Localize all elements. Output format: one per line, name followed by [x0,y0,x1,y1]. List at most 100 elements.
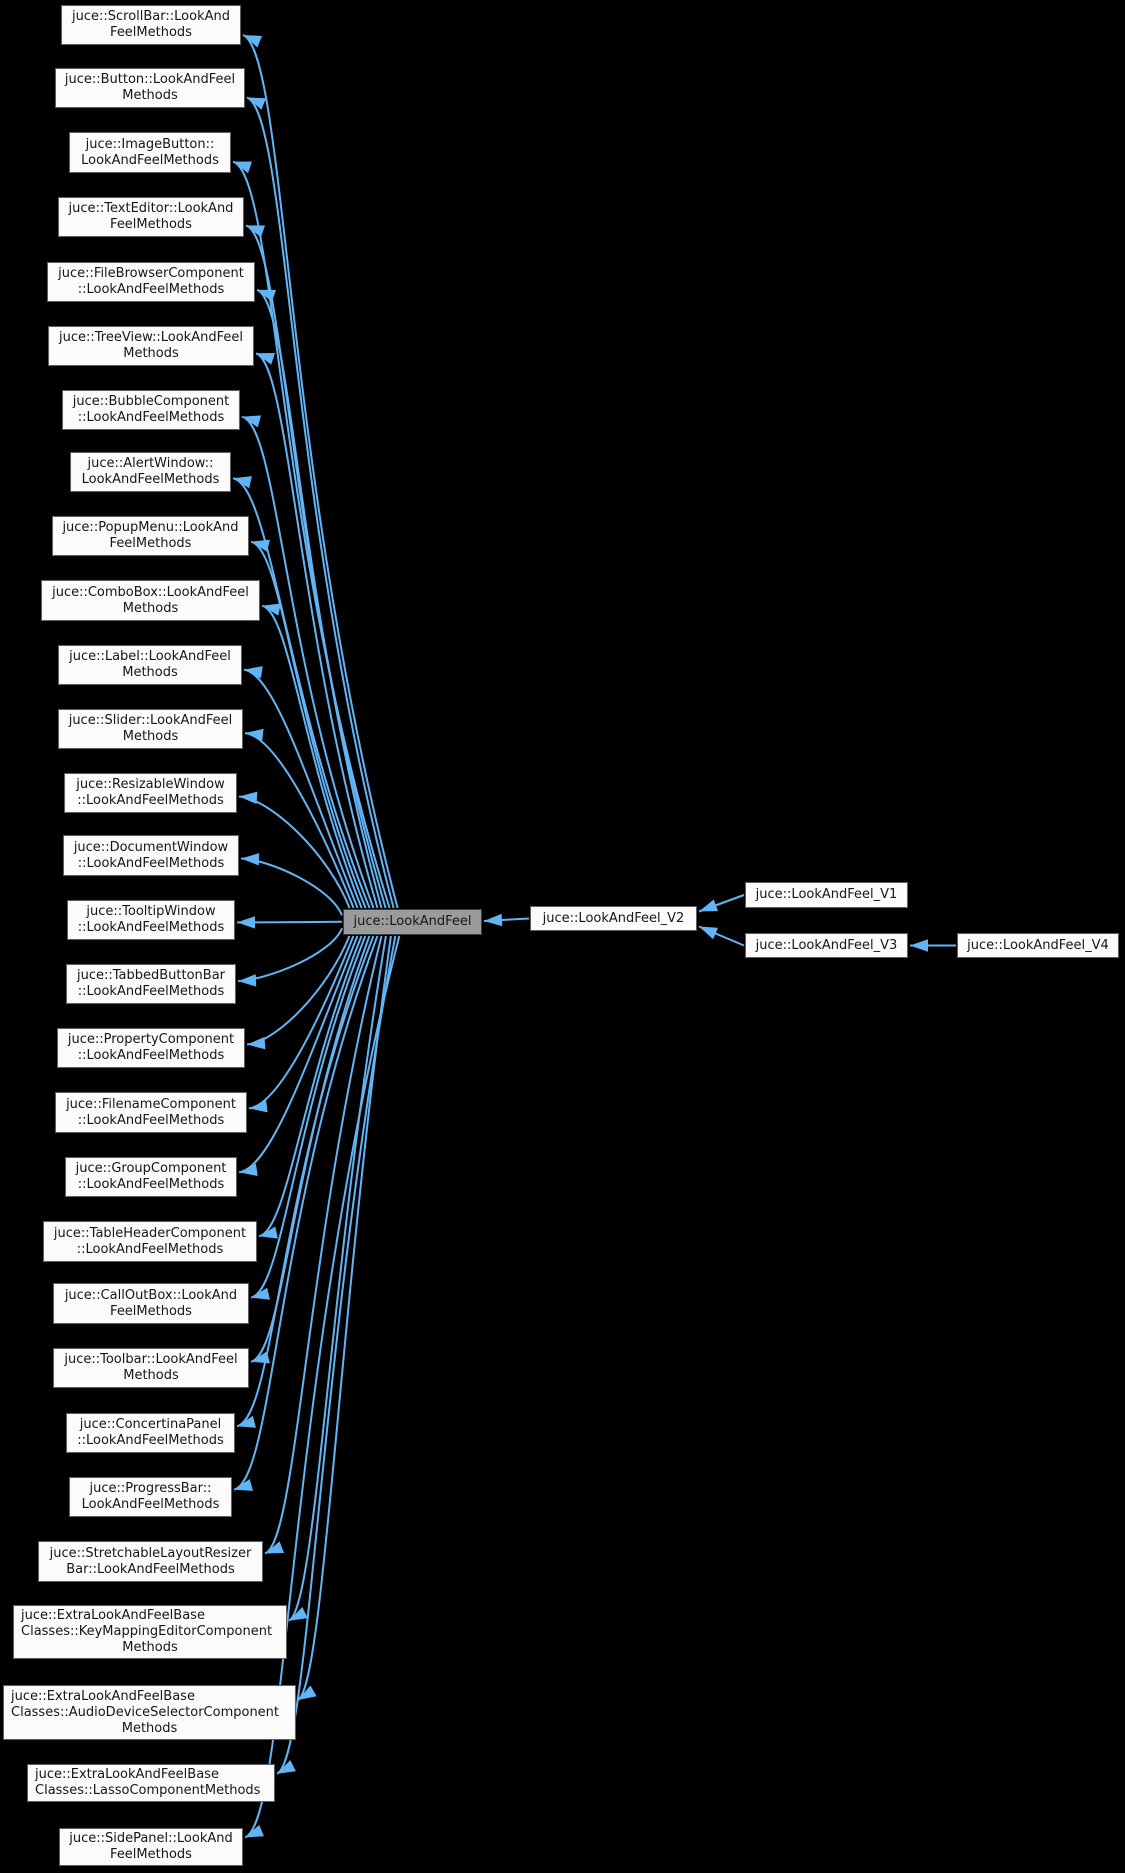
node-label-line: juce::Slider::LookAndFeel [68,713,233,728]
node-label-line: juce::LookAndFeel [353,914,472,929]
node-progressbar-lookandfeelmethods[interactable]: juce::ProgressBar::LookAndFeelMethods [69,1477,232,1517]
edge-lookandfeel-keymapping [288,935,387,1622]
node-label-line: FeelMethods [110,217,192,232]
edge-lookandfeel-slider [244,728,355,909]
node-label-line: juce::FilenameComponent [66,1096,236,1112]
node-label-line: ::LookAndFeelMethods [77,1112,225,1128]
edge-lookandfeel-tooltipwindow [236,916,343,929]
edge-v3-v2 [698,925,745,947]
node-tableheadercomponent-lookandfeelmethods[interactable]: juce::TableHeaderComponent::LookAndFeelM… [43,1221,257,1262]
edge-lookandfeel-resizablewindow [238,791,351,909]
node-label-line: ::LookAndFeelMethods [76,1241,224,1257]
edge-lookandfeel-label [243,666,359,909]
edge-lookandfeel-filebrowser [256,288,383,909]
edge-lookandfeel-lasso [276,935,397,1775]
node-label-line: juce::Label::LookAndFeel [69,649,231,664]
edge-lookandfeel-popupmenu [250,539,367,909]
node-label-line: LookAndFeelMethods [81,472,220,487]
node-documentwindow-lookandfeelmethods[interactable]: juce::DocumentWindow::LookAndFeelMethods [63,835,239,876]
node-tooltipwindow-lookandfeelmethods[interactable]: juce::TooltipWindow::LookAndFeelMethods [67,900,235,940]
node-label-line: juce::TreeView::LookAndFeel [59,330,243,345]
edge-lookandfeel-stretchable [264,935,383,1555]
node-label-line: juce::DocumentWindow [73,839,229,855]
node-label-line: ::LookAndFeelMethods [77,1177,225,1192]
edge-lookandfeel-toolbar [250,935,371,1364]
node-label-line: FeelMethods [110,1303,192,1319]
node-resizablewindow-lookandfeelmethods[interactable]: juce::ResizableWindow::LookAndFeelMethod… [64,773,237,813]
node-filenamecomponent-lookandfeelmethods[interactable]: juce::FilenameComponent::LookAndFeelMeth… [55,1092,247,1133]
node-label-line: ::LookAndFeelMethods [77,410,225,425]
node-propertycomponent-lookandfeelmethods[interactable]: juce::PropertyComponent::LookAndFeelMeth… [57,1028,245,1068]
node-label-line: Methods [121,1720,178,1736]
node-label-line: juce::Button::LookAndFeel [64,72,236,87]
node-label-line: ::LookAndFeelMethods [77,793,224,808]
node-label-line: Methods [122,665,178,680]
node-label-line: juce::LookAndFeel_V3 [755,937,898,953]
node-lookandfeel-v4[interactable]: juce::LookAndFeel_V4 [957,933,1119,958]
node-label-line: Methods [123,1368,179,1383]
node-label-line: juce::LookAndFeel_V1 [755,887,898,902]
edge-lookandfeel-filenamecomponent [248,935,355,1113]
node-tabbedbuttonbar-lookandfeelmethods[interactable]: juce::TabbedButtonBar::LookAndFeelMethod… [66,964,236,1004]
edge-lookandfeel-groupcomponent [238,935,359,1176]
node-label-line: Classes::AudioDeviceSelectorComponent [11,1704,280,1720]
node-label-line: ::LookAndFeelMethods [77,282,225,297]
node-label-line: ::LookAndFeelMethods [77,984,225,999]
node-label-line: LookAndFeelMethods [81,1497,220,1512]
edge-lookandfeel-bubble [241,415,375,909]
node-label-line: juce::LookAndFeel_V4 [967,937,1109,953]
node-label-line: juce::AlertWindow:: [87,456,214,471]
node-label-line: Methods [122,88,178,103]
node-lookandfeel-v3[interactable]: juce::LookAndFeel_V3 [745,933,908,958]
node-label-line: ::LookAndFeelMethods [77,1048,225,1063]
node-label-line: Methods [123,346,179,361]
node-label-line: juce::TextEditor::LookAnd [68,201,234,216]
node-imagebutton-lookandfeelmethods[interactable]: juce::ImageButton::LookAndFeelMethods [69,132,231,173]
edge-lookandfeel-audiodevice [297,935,392,1701]
edge-lookandfeel-treeview [255,352,379,909]
node-groupcomponent-lookandfeelmethods[interactable]: juce::GroupComponent::LookAndFeelMethods [65,1157,237,1197]
node-lookandfeel-v1[interactable]: juce::LookAndFeel_V1 [745,882,908,908]
node-label-line: juce::StretchableLayoutResizer [49,1545,252,1561]
node-label-line: Classes::KeyMappingEditorComponent [21,1624,273,1639]
node-label-line: juce::CallOutBox::LookAnd [64,1287,238,1303]
edge-lookandfeel-button [246,96,395,909]
node-label-line: juce::ScrollBar::LookAnd [72,9,230,24]
node-concertinapanel-lookandfeelmethods[interactable]: juce::ConcertinaPanel::LookAndFeelMethod… [66,1413,235,1453]
edge-lookandfeel-progressbar [233,935,379,1491]
edge-lookandfeel-alertwindow [232,476,371,909]
node-alertwindow-lookandfeelmethods[interactable]: juce::AlertWindow::LookAndFeelMethods [70,452,231,492]
node-label-line: juce::SidePanel::LookAnd [69,1831,233,1846]
edge-lookandfeel-concertinapanel [236,935,375,1428]
edge-lookandfeel-texteditor [245,224,387,909]
node-lookandfeel-v2[interactable]: juce::LookAndFeel_V2 [530,906,697,931]
node-label-line: juce::LookAndFeel_V2 [542,910,685,926]
node-label-line: juce::BubbleComponent [72,394,230,409]
node-label-line: Methods [122,729,179,744]
node-label-line: juce::Toolbar::LookAndFeel [64,1352,238,1367]
node-label-line: juce::PopupMenu::LookAnd [62,520,239,535]
node-bubblecomponent-lookandfeelmethods[interactable]: juce::BubbleComponent::LookAndFeelMethod… [62,390,240,430]
node-lookandfeel: juce::LookAndFeel [343,909,482,935]
edge-v1-v2 [698,894,745,913]
node-label-line: juce::PropertyComponent [67,1032,235,1047]
edge-lookandfeel-documentwindow [240,853,343,916]
edge-lookandfeel-tabbedbuttonbar [237,927,343,987]
node-filebrowsercomponent-lookandfeelmethods[interactable]: juce::FileBrowserComponent::LookAndFeelM… [47,262,255,302]
